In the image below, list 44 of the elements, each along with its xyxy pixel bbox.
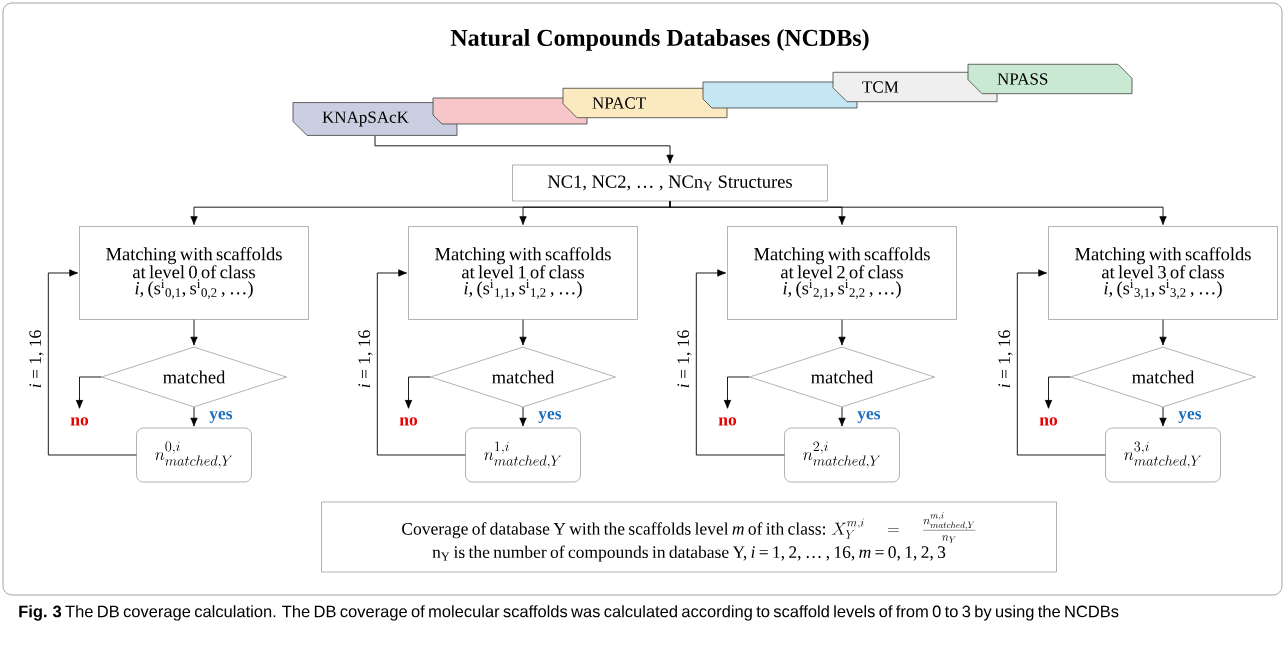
process-box: Matching with scaffolds at level 1 of class i, (s$^{i}$$_{1,1}$, s$^{i}$$_{1,2}$ , …) <box>408 226 638 320</box>
arrow <box>404 376 431 409</box>
arrow <box>190 406 198 427</box>
result-box: $n^{2,i}_{matched,Y}$ <box>784 427 900 483</box>
database-tab: NPASS <box>967 63 1133 95</box>
arrow <box>1159 406 1167 427</box>
edge-label: i = 1, 16 <box>998 330 1013 388</box>
arrow <box>376 269 466 456</box>
result-box: $n^{3,i}_{matched,Y}$ <box>1105 427 1221 483</box>
arrow <box>190 319 198 346</box>
arrow <box>1159 319 1167 346</box>
arrow <box>1016 269 1106 456</box>
process-box: Matching with scaffolds at level 2 of class i, (s$^{i}$$_{2,1}$, s$^{i}$$_{2,2}$ , …) <box>727 226 957 320</box>
result-box: $n^{1,i}_{matched,Y}$ <box>465 427 581 483</box>
figure-caption: Fig. 3 The DB coverage calculation. The DB coverage of molecular scaffolds was calculated according to scaffold levels of from 0 to 3 by using the NCDBs <box>19 605 1119 621</box>
formula-box: Coverage of database Y with the scaffolds level m of ith class: $X_{Y}^{m,i}=\frac{n_{matched,Y}^{m,i}}{n_{Y}}$ n$_{Y}$ is the number of compounds in database Y, i = 1, 2, … , 16, m = 0, 1, 2, 3 <box>321 501 1057 573</box>
edge-label: i = 1, 16 <box>358 330 373 388</box>
arrow <box>519 319 527 346</box>
database-tab: KNApSAcK <box>292 102 458 136</box>
edge-label: yes <box>1178 410 1202 423</box>
arrow <box>669 200 1167 225</box>
edge-label: no <box>70 417 89 426</box>
arrow <box>723 376 750 409</box>
arrow <box>374 135 674 164</box>
arrow <box>838 406 846 427</box>
edge-label: i = 1, 16 <box>29 330 44 388</box>
process-box: NC1, NC2, … , NCn$_{Y}$ Structures <box>512 164 828 202</box>
arrow <box>695 269 785 456</box>
edge-label: yes <box>857 410 881 423</box>
arrow <box>47 269 137 456</box>
diagram-title: Natural Compounds Databases (NCDBs) <box>450 29 869 51</box>
arrow <box>838 319 846 346</box>
edge-label: no <box>1039 417 1058 426</box>
edge-label: i = 1, 16 <box>677 330 692 388</box>
process-box: Matching with scaffolds at level 3 of class i, (s$^{i}$$_{3,1}$, s$^{i}$$_{3,2}$ , …) <box>1048 226 1278 320</box>
edge-label: yes <box>538 410 562 423</box>
edge-label: no <box>399 417 418 426</box>
edge-label: yes <box>209 410 233 423</box>
arrow <box>519 406 527 427</box>
arrow <box>1044 376 1071 409</box>
process-box: Matching with scaffolds at level 0 of class i, (s$^{i}$$_{0,1}$, s$^{i}$$_{0,2}$ , …) <box>79 226 309 320</box>
arrow <box>75 376 102 409</box>
edge-label: no <box>718 417 737 426</box>
result-box: $n^{0,i}_{matched,Y}$ <box>136 427 252 483</box>
